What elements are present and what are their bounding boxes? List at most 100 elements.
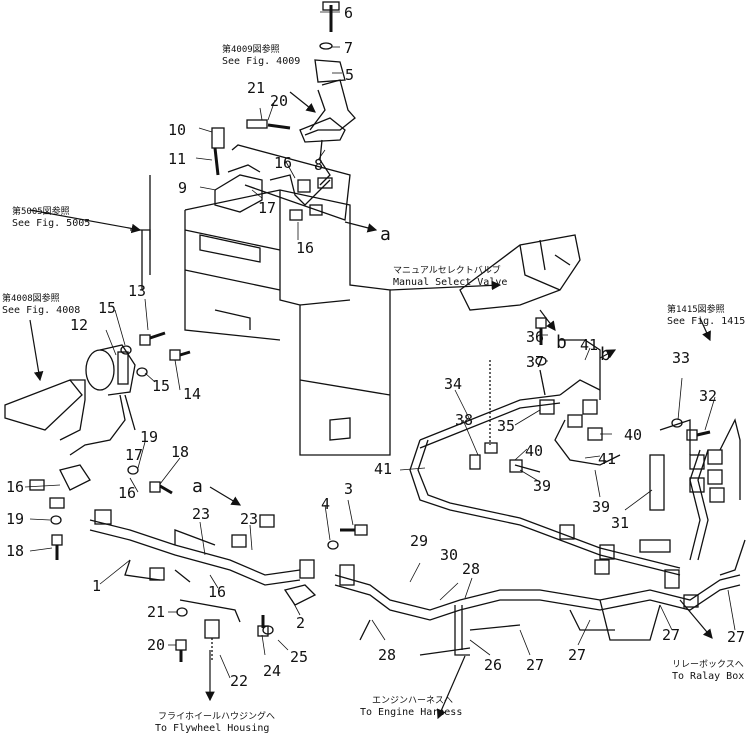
part-label-23-b: 23 <box>240 510 258 528</box>
connection-arrows <box>29 91 713 720</box>
part-label-13: 13 <box>128 282 146 300</box>
main-harness <box>334 449 746 656</box>
part-label-17-mid: 17 <box>125 446 143 464</box>
part-label-20-bottom: 20 <box>147 636 165 654</box>
part-label-17-top: 17 <box>258 199 276 217</box>
part-label-1: 1 <box>92 577 101 595</box>
part-label-29: 29 <box>410 532 428 550</box>
part-label-16-left2: 16 <box>118 484 136 502</box>
manual-valve-jp: マニュアルセレクトバルブ <box>393 264 501 276</box>
part-label-16-bottom: 16 <box>208 583 226 601</box>
left-harness <box>29 479 368 662</box>
part-label-34: 34 <box>444 375 462 393</box>
engine-harness-jp: エンジンハーネスへ <box>372 695 453 706</box>
part-label-31: 31 <box>611 514 629 532</box>
part-label-24: 24 <box>263 662 281 680</box>
part-label-41-mid: 41 <box>598 450 616 468</box>
manual-valve-en: Manual Select Valve <box>393 277 507 288</box>
part-labels: 6 7 5 21 20 10 11 8 16 9 17 16 13 15 12 … <box>6 4 745 690</box>
relay-box-en: To Ralay Box <box>672 671 744 682</box>
part-label-30: 30 <box>440 546 458 564</box>
part-label-22: 22 <box>230 672 248 690</box>
part-label-32: 32 <box>699 387 717 405</box>
part-label-9: 9 <box>178 179 187 197</box>
reference-fig5005: 第5005図参照 See Fig. 5005 <box>12 205 90 229</box>
part-label-39-left: 39 <box>533 477 551 495</box>
ref-4008-jp: 第4008図参照 <box>2 292 60 304</box>
letter-b-valve: b <box>556 332 567 353</box>
flywheel-jp: フライホイールハウジングへ <box>158 710 275 722</box>
ref-5005-jp: 第5005図参照 <box>12 205 70 217</box>
part-label-18-left: 18 <box>6 542 24 560</box>
part-label-20-top: 20 <box>270 92 288 110</box>
part-label-21-top: 21 <box>247 79 265 97</box>
callout-engine-harness: エンジンハーネスへ To Engine Harness <box>360 695 462 718</box>
part-label-40-left: 40 <box>525 442 543 460</box>
part-label-37: 37 <box>526 353 544 371</box>
solenoid-12 <box>4 331 191 495</box>
part-label-28-right: 28 <box>462 560 480 578</box>
part-label-12: 12 <box>70 316 88 334</box>
part-label-15-mid: 15 <box>152 377 170 395</box>
leader-lines <box>24 11 736 679</box>
callout-flywheel: フライホイールハウジングへ To Flywheel Housing <box>155 710 275 734</box>
relay-box-jp: リレーボックスへ <box>672 659 744 670</box>
part-label-3: 3 <box>344 480 353 498</box>
letter-b-harness: b <box>600 344 611 365</box>
callout-relay-box: リレーボックスへ To Ralay Box <box>672 659 744 682</box>
part-label-10: 10 <box>168 121 186 139</box>
letter-a-left: a <box>192 476 203 497</box>
part-label-6: 6 <box>344 4 353 22</box>
ref-4009-en: See Fig. 4009 <box>222 56 300 67</box>
part-label-39-right: 39 <box>592 498 610 516</box>
ref-1415-en: See Fig. 1415 <box>667 316 745 327</box>
part-label-8: 8 <box>314 156 323 174</box>
part-label-15-top: 15 <box>98 299 116 317</box>
part-label-40-right: 40 <box>624 426 642 444</box>
part-label-16-left: 16 <box>6 478 24 496</box>
part-label-21-bottom: 21 <box>147 603 165 621</box>
switch-bracket <box>299 1 356 189</box>
terminal-block <box>649 418 741 511</box>
part-label-19-mid: 19 <box>140 428 158 446</box>
ref-4008-en: See Fig. 4008 <box>2 305 80 316</box>
part-label-27-c: 27 <box>662 626 680 644</box>
part-label-19-left: 19 <box>6 510 24 528</box>
part-label-28-left: 28 <box>378 646 396 664</box>
part-label-26: 26 <box>484 656 502 674</box>
part-label-36: 36 <box>526 328 544 346</box>
part-label-11: 11 <box>168 150 186 168</box>
part-label-14: 14 <box>183 385 201 403</box>
part-label-23-a: 23 <box>192 505 210 523</box>
reference-fig4009: 第4009図参照 See Fig. 4009 <box>222 43 300 67</box>
part-label-27-b: 27 <box>568 646 586 664</box>
part-label-16-top: 16 <box>274 154 292 172</box>
part-label-2: 2 <box>296 614 305 632</box>
ref-1415-jp: 第1415図参照 <box>667 303 725 315</box>
part-label-18-mid: 18 <box>171 443 189 461</box>
part-label-7: 7 <box>344 39 353 57</box>
part-label-4: 4 <box>321 495 330 513</box>
part-label-27-a: 27 <box>526 656 544 674</box>
part-label-25: 25 <box>290 648 308 666</box>
part-label-41-left: 41 <box>374 460 392 478</box>
ref-5005-en: See Fig. 5005 <box>12 218 90 229</box>
right-harness <box>409 317 681 576</box>
callout-manual-valve: マニュアルセレクトバルブ Manual Select Valve <box>393 264 507 288</box>
ref-4009-jp: 第4009図参照 <box>222 43 280 55</box>
reference-fig1415: 第1415図参照 See Fig. 1415 <box>667 303 745 327</box>
reference-fig4008: 第4008図参照 See Fig. 4008 <box>2 292 80 316</box>
part-label-33: 33 <box>672 349 690 367</box>
engine-harness-en: To Engine Harness <box>360 707 462 718</box>
part-label-5: 5 <box>345 66 354 84</box>
relay-9 <box>211 119 351 221</box>
flywheel-en: To Flywheel Housing <box>155 723 269 733</box>
part-label-16-mid: 16 <box>296 239 314 257</box>
part-label-38: 38 <box>455 411 473 429</box>
part-label-27-d: 27 <box>727 628 745 646</box>
chassis-frame <box>130 175 391 456</box>
letter-a-top: a <box>380 224 391 245</box>
part-label-35: 35 <box>497 417 515 435</box>
